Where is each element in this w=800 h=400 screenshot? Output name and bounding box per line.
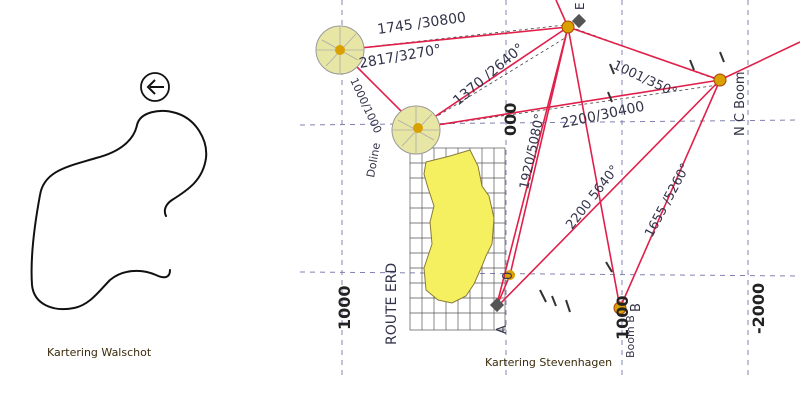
label-e: E: [573, 2, 587, 10]
scale-ticks: [539, 51, 725, 313]
label-a: A: [495, 325, 510, 334]
doline-circle-2: [391, 105, 441, 155]
label-1370: 1370 /2640°: [450, 41, 527, 109]
label-doline: Doline: [364, 142, 383, 179]
label-2200-b: 2200 5640°: [563, 163, 622, 233]
doline-circle-1: [315, 25, 365, 75]
axis-minus-2000: -2000: [749, 283, 768, 334]
label-1920: 1920/5080°: [517, 112, 548, 190]
stevenhagen-map: 1745 /30800 2817/3270° 1370 /2640° 2200/…: [299, 0, 800, 375]
construction-lines: [339, 24, 719, 129]
cave-plan: [423, 149, 495, 304]
walschot-outline: [30, 109, 208, 310]
axis-1000-left: 1000: [335, 285, 354, 330]
caption-stevenhagen: Kartering Stevenhagen: [485, 356, 613, 369]
label-000: 000: [501, 103, 520, 136]
label-1001: 1001/350°: [610, 58, 679, 101]
label-boom-b: Boom B: [624, 315, 637, 358]
axis-1000-mid: 1000: [613, 295, 632, 340]
walschot-map: [30, 72, 208, 310]
label-1745: 1745 /30800: [376, 10, 467, 38]
label-1655: 1655 /5260°: [642, 161, 693, 240]
survey-lines: [339, 0, 800, 309]
arrow-left-circle-icon: [140, 72, 170, 102]
label-boom-c: N C Boom: [733, 71, 748, 136]
label-route: ROUTE ERD: [384, 263, 400, 345]
label-zero-left: 0: [501, 272, 516, 280]
label-b: B: [629, 303, 644, 312]
caption-walschot: Kartering Walschot: [47, 346, 152, 359]
label-1000-1000: 1000/1000: [347, 76, 384, 136]
station-markers: [489, 13, 727, 315]
